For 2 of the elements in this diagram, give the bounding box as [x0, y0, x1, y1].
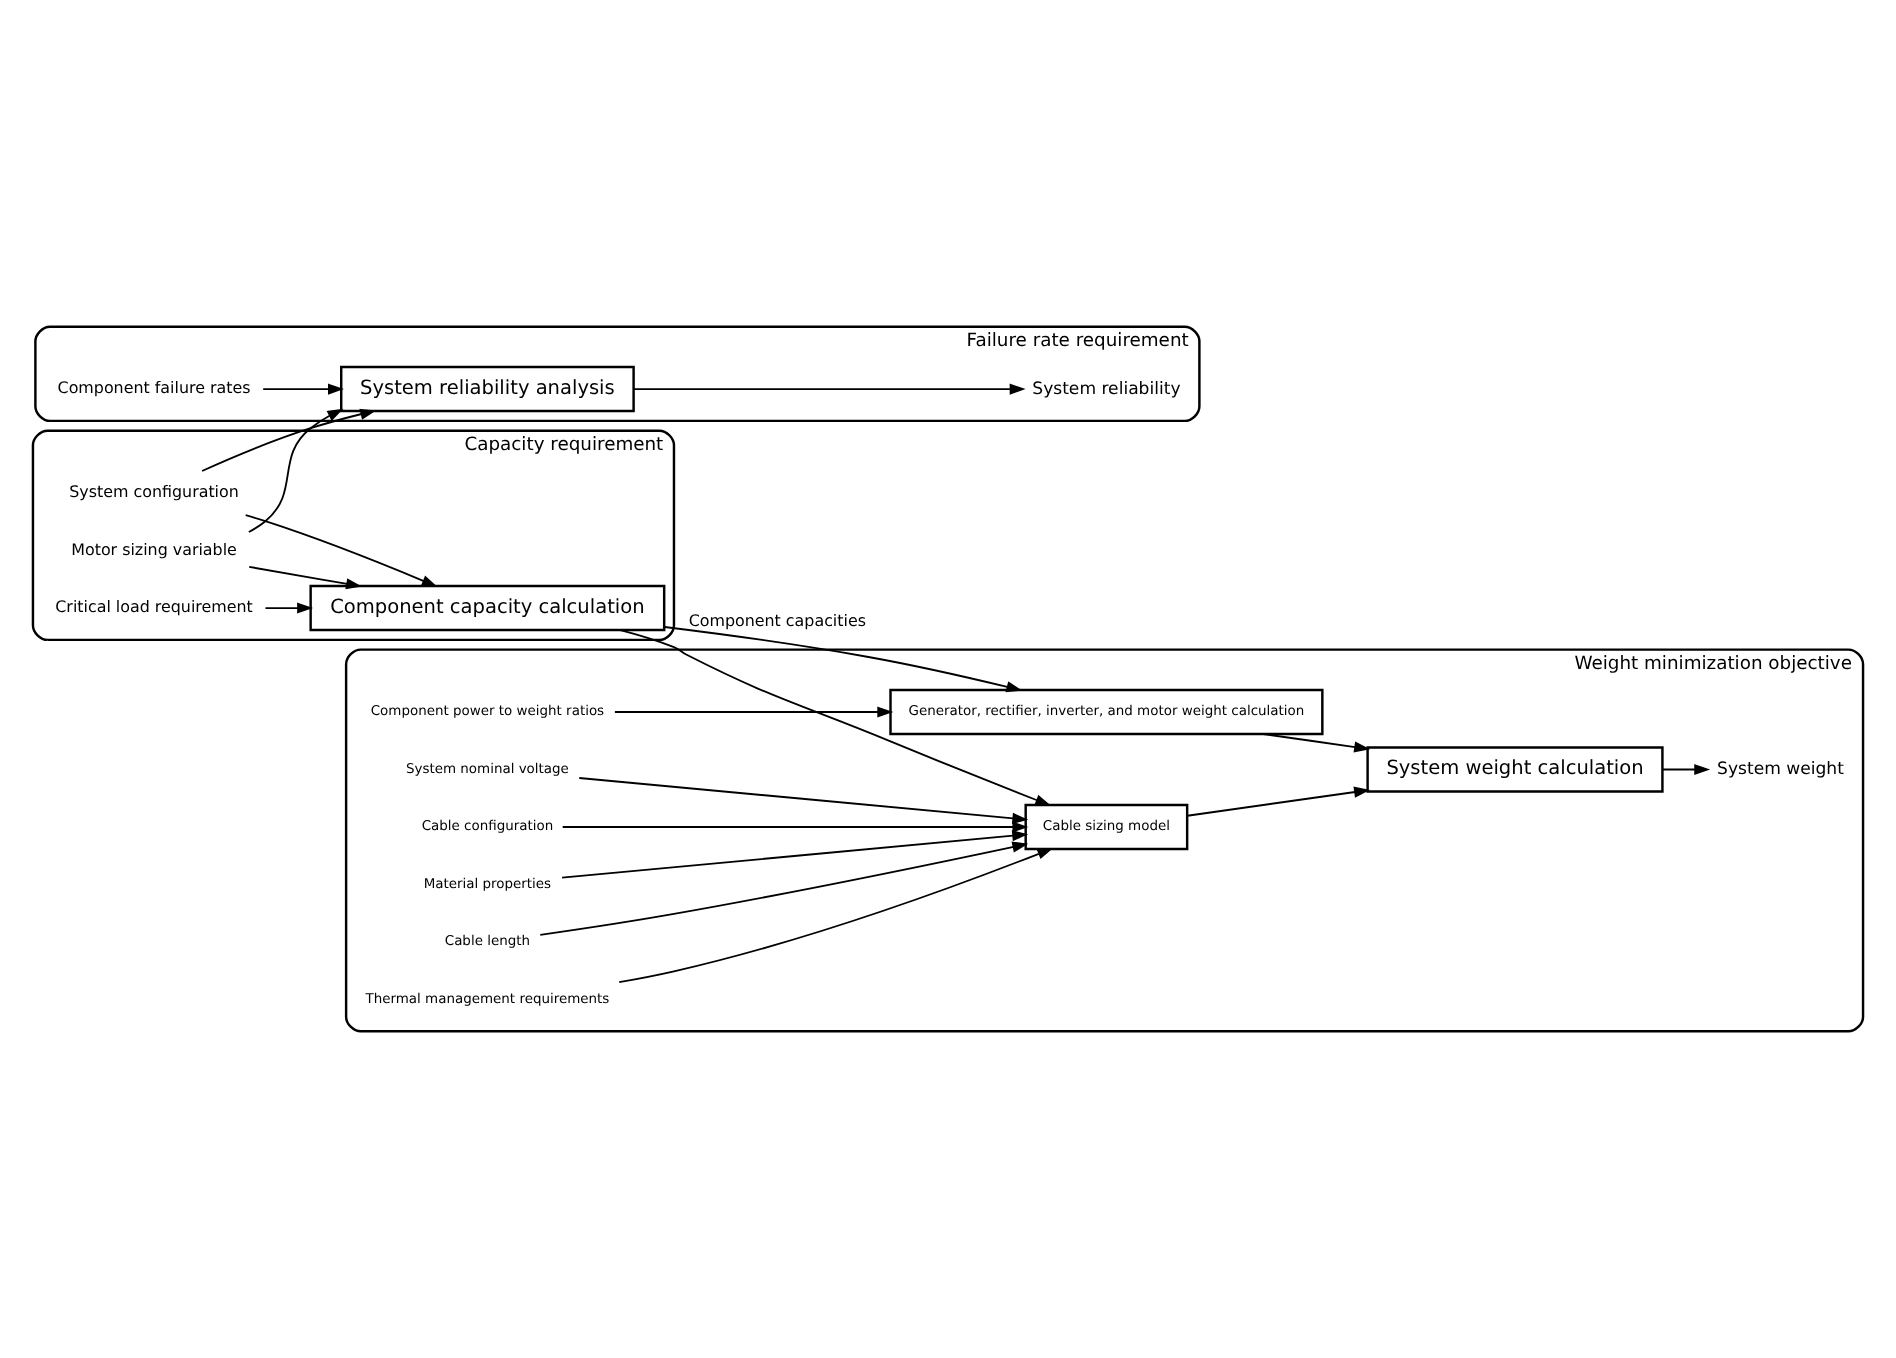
node-text: System reliability — [1032, 379, 1181, 400]
node-text: System weight — [1717, 760, 1844, 781]
